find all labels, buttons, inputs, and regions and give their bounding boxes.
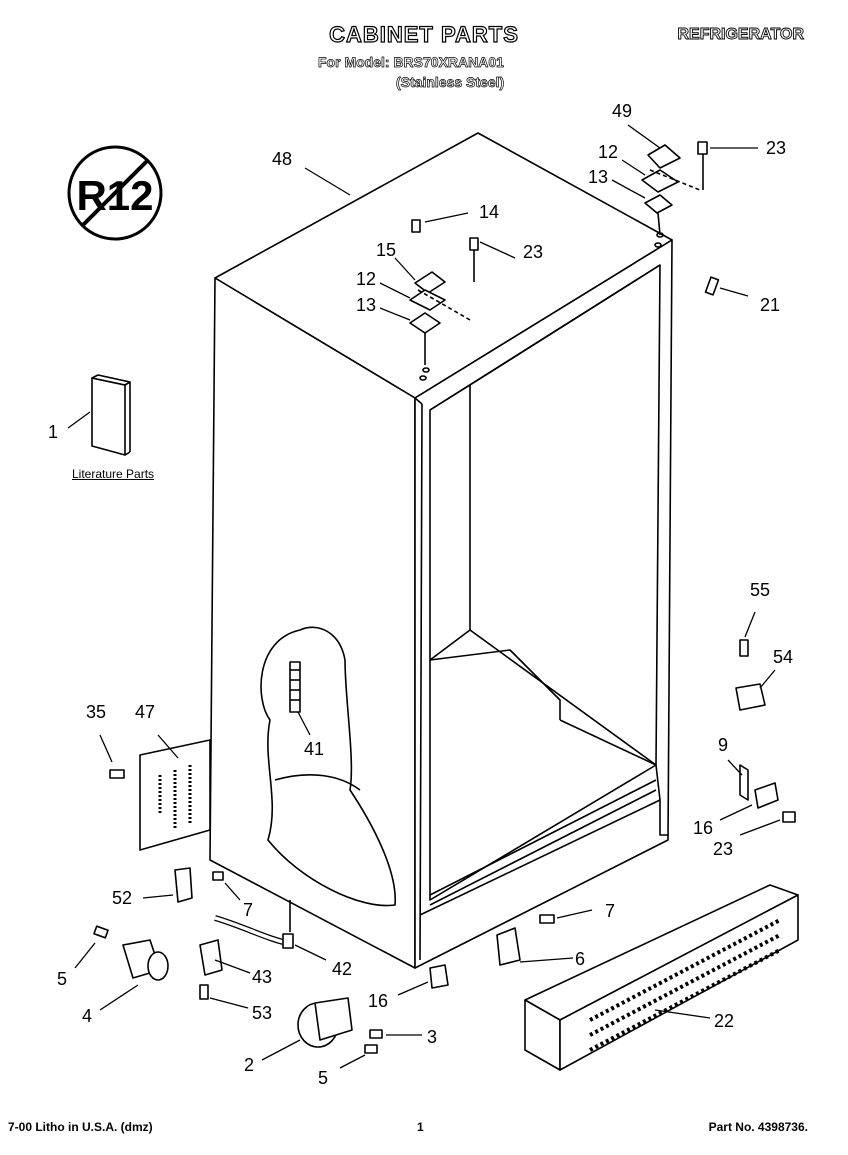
finish-label: (Stainless Steel)	[396, 74, 505, 91]
page-number: 1	[417, 1120, 424, 1134]
callout-41: 41	[304, 739, 325, 759]
callout-2: 2	[244, 1055, 255, 1075]
callout-23: 23	[713, 839, 734, 859]
callout-55: 55	[750, 580, 771, 600]
callout-13: 13	[588, 167, 609, 187]
callout-9: 9	[718, 735, 729, 755]
callout-42: 42	[332, 959, 353, 979]
callout-12: 12	[356, 269, 377, 289]
callout-3: 3	[427, 1027, 438, 1047]
callout-23: 23	[523, 242, 544, 262]
callout-47: 47	[135, 702, 156, 722]
callout-4: 4	[82, 1006, 93, 1026]
callout-22: 22	[714, 1011, 735, 1031]
callout-6: 6	[575, 949, 586, 969]
callout-leader-lines	[67, 124, 781, 1069]
callout-21: 21	[760, 295, 781, 315]
model-number: For Model: BRS70XRANA01	[318, 54, 505, 71]
callout-1: 1	[48, 422, 59, 442]
callout-23: 23	[766, 138, 787, 158]
callout-12: 12	[598, 142, 619, 162]
appliance-category: REFRIGERATOR	[677, 26, 804, 44]
page-title: CABINET PARTS	[328, 21, 519, 47]
r12-badge-text: R12	[76, 172, 153, 219]
r12-no-symbol-icon: R12	[67, 145, 163, 241]
rear-access-panel	[109, 739, 211, 851]
center-hinge-assembly	[409, 219, 479, 365]
callout-13: 13	[356, 295, 377, 315]
callout-52: 52	[112, 888, 133, 908]
toe-grille	[524, 884, 799, 1071]
literature-booklet-icon	[91, 374, 131, 456]
callout-35: 35	[86, 702, 107, 722]
callout-53: 53	[252, 1003, 273, 1023]
roller-and-bracket-parts	[93, 639, 796, 1054]
cabinet-shell	[209, 132, 673, 969]
callout-43: 43	[252, 967, 273, 987]
part-number: Part No. 4398736.	[708, 1120, 808, 1134]
callout-14: 14	[479, 202, 500, 222]
callout-48: 48	[272, 149, 293, 169]
callout-15: 15	[376, 240, 397, 260]
callout-5: 5	[318, 1068, 329, 1088]
callout-7: 7	[605, 901, 616, 921]
callout-16: 16	[368, 991, 389, 1011]
literature-parts-label: Literature Parts	[72, 467, 155, 481]
print-info: 7-00 Litho in U.S.A. (dmz)	[8, 1120, 153, 1134]
callout-16: 16	[693, 818, 714, 838]
right-hinge-assembly	[641, 141, 720, 296]
callout-5: 5	[57, 969, 68, 989]
callout-7: 7	[243, 900, 254, 920]
callout-54: 54	[773, 647, 794, 667]
callout-49: 49	[612, 101, 633, 121]
